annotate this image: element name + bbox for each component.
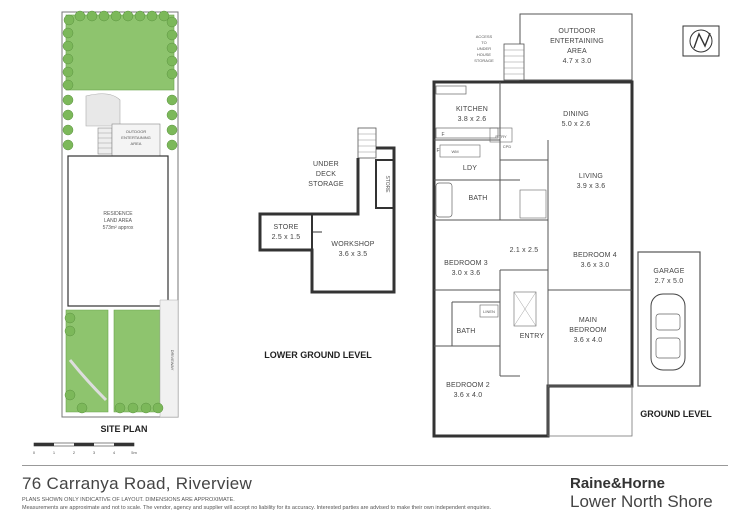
kitchen-bench-top [435, 85, 467, 95]
cpd-label: CPD [503, 144, 512, 149]
rear-lawn [65, 14, 175, 91]
kitchen-dims: 3.8 x 2.6 [458, 116, 487, 123]
bathtub [435, 182, 453, 218]
dining-dims: 5.0 x 2.6 [562, 121, 591, 128]
entry-label: ENTRY [520, 333, 545, 340]
front-lawn-left [65, 309, 109, 413]
lower-store-right [375, 159, 395, 209]
lower-store-left-name: STORE [274, 224, 299, 231]
svg-text:4: 4 [113, 450, 116, 455]
property-address: 76 Carranya Road, Riverview [22, 474, 253, 493]
footer [0, 463, 750, 530]
residence-footprint [67, 155, 169, 307]
dining-name: DINING [563, 111, 589, 118]
pantry-label: P'TRY [495, 134, 507, 139]
bedroom3-dims: 3.0 x 3.6 [452, 270, 481, 277]
bath1-label: BATH [469, 195, 488, 202]
living-dims: 3.9 x 3.6 [577, 183, 606, 190]
outdoor-dims: 4.7 x 3.0 [563, 58, 592, 65]
bath2-label: BATH [457, 328, 476, 335]
outdoor-deck [519, 13, 633, 81]
hall-dims: 2.1 x 2.5 [510, 247, 539, 254]
bedroom2-dims: 3.6 x 4.0 [454, 392, 483, 399]
scale-bar: 0 1 2 3 4 5m [33, 442, 137, 455]
garage-dims: 2.7 x 5.0 [655, 278, 684, 285]
outdoor-area-site [111, 123, 161, 157]
shower [519, 189, 547, 219]
lower-store-left-dims: 2.5 x 1.5 [272, 234, 301, 241]
workshop-dims: 3.6 x 3.5 [339, 251, 368, 258]
site-boundary [61, 11, 179, 418]
disclaimer-liability: Measurements are approximate and not to … [22, 505, 492, 511]
pantry-box [489, 127, 513, 143]
rear-trees [62, 10, 178, 151]
garage-name: GARAGE [653, 268, 684, 275]
bedroom3-name: BEDROOM 3 [444, 260, 488, 267]
svg-text:3: 3 [93, 450, 96, 455]
bedroom4-dims: 3.6 x 3.0 [581, 262, 610, 269]
driveway-strip [159, 299, 179, 418]
car-icon [650, 293, 686, 371]
interior-walls [434, 82, 632, 386]
kitchen-name: KITCHEN [456, 106, 488, 113]
fridge-label-2: F [436, 148, 439, 154]
fridge-label: F [441, 132, 444, 138]
front-porch [547, 385, 633, 437]
workshop-name: WORKSHOP [331, 241, 374, 248]
lower-ground-title: LOWER GROUND LEVEL [264, 350, 372, 360]
paved-path [85, 93, 121, 127]
north-icon [693, 32, 711, 49]
wm-label: WM [451, 149, 458, 154]
site-plan-title: SITE PLAN [100, 424, 147, 434]
svg-text:1: 1 [53, 450, 56, 455]
bedroom2-name: BEDROOM 2 [446, 382, 490, 389]
garage-outline [637, 251, 701, 387]
kitchen-bench [435, 127, 499, 139]
main-bedroom-dims: 3.6 x 4.0 [574, 337, 603, 344]
linen-label: LINEN [483, 309, 495, 314]
ground-level-title: GROUND LEVEL [640, 409, 712, 419]
lower-stairs [357, 127, 377, 159]
linen-box [479, 304, 499, 318]
brand-name: Raine&Horne [570, 475, 666, 492]
svg-text:5m: 5m [131, 450, 137, 455]
brand-office: Lower North Shore [570, 492, 713, 511]
driveway-label: DRIVEWAY [170, 350, 175, 371]
north-compass [682, 25, 720, 57]
bedroom4-name: BEDROOM 4 [573, 252, 617, 259]
ldy-label: LDY [463, 165, 477, 172]
front-lawn-right [113, 309, 161, 413]
living-name: LIVING [579, 173, 603, 180]
svg-text:0: 0 [33, 450, 36, 455]
lower-store-right-label: STORE [384, 175, 390, 193]
front-trees [64, 312, 164, 414]
skylight [513, 291, 537, 327]
lower-outer-walls [258, 146, 396, 294]
footer-rule [22, 465, 728, 466]
stairs [97, 127, 113, 155]
svg-text:2: 2 [73, 450, 76, 455]
disclaimer-layout: PLANS SHOWN ONLY INDICATIVE OF LAYOUT. D… [22, 497, 235, 503]
